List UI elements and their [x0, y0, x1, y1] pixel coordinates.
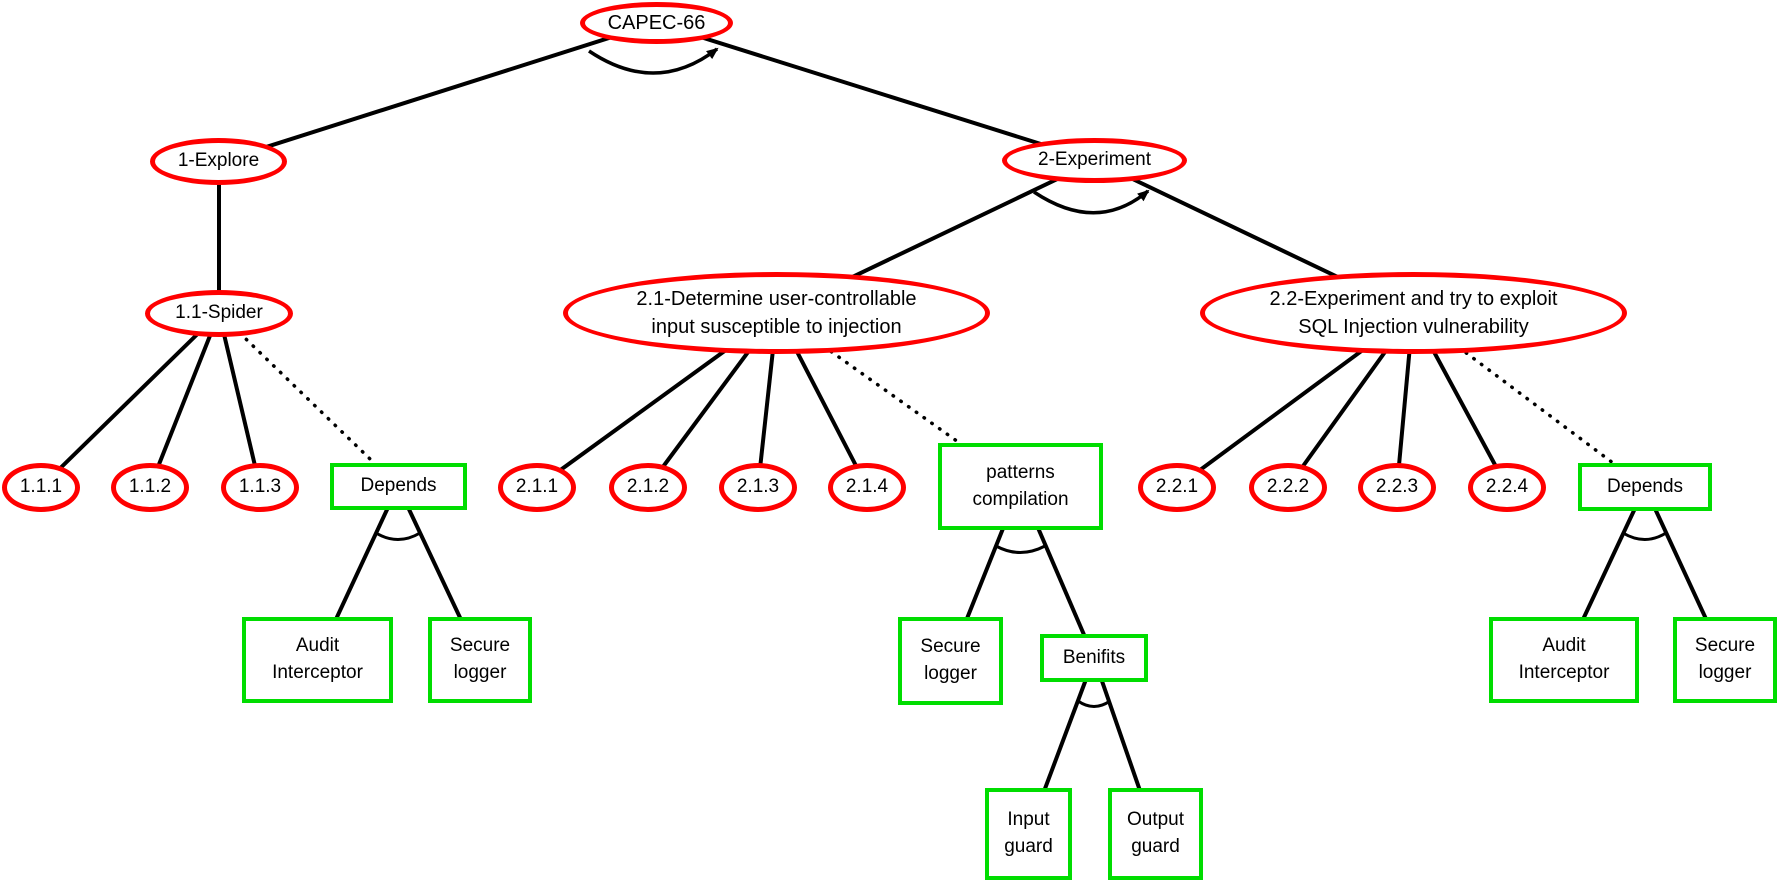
node-depends-right: Depends — [1578, 463, 1712, 511]
node-2-1-determine-input: 2.1-Determine user-controllable input su… — [563, 272, 990, 354]
and-arc-patterns — [995, 544, 1046, 554]
node-1-explore: 1-Explore — [150, 138, 287, 185]
dotted-edge-spider-depends — [217, 311, 400, 488]
sequence-arc-experiment — [1033, 189, 1150, 215]
node-1-1-spider: 1.1-Spider — [145, 290, 293, 337]
node-output-guard: Output guard — [1108, 788, 1203, 880]
node-2-2-2: 2.2.2 — [1249, 463, 1327, 512]
node-2-2-3: 2.2.3 — [1358, 463, 1436, 512]
node-capec-66: CAPEC-66 — [580, 2, 733, 44]
node-audit-interceptor-right: Audit Interceptor — [1489, 617, 1639, 703]
node-patterns-compilation: patterns compilation — [938, 443, 1103, 530]
and-arc-depends-left — [375, 531, 421, 541]
edge-spider-113 — [217, 312, 262, 488]
node-2-experiment: 2-Experiment — [1002, 138, 1187, 183]
node-2-1-1: 2.1.1 — [498, 463, 576, 512]
sequence-arc-capec66 — [588, 47, 719, 75]
edge-spider-111 — [39, 311, 221, 489]
node-secure-logger-middle: Secure logger — [898, 617, 1003, 705]
and-arc-depends-right — [1622, 531, 1667, 541]
node-audit-interceptor-left: Audit Interceptor — [242, 617, 393, 703]
node-1-1-2: 1.1.2 — [111, 463, 189, 512]
edge-capec66-experiment — [655, 21, 1096, 163]
node-2-2-4: 2.2.4 — [1468, 463, 1546, 512]
node-depends-left: Depends — [330, 463, 467, 510]
and-arc-benifits — [1077, 699, 1111, 708]
node-input-guard: Input guard — [985, 788, 1072, 880]
node-1-1-3: 1.1.3 — [221, 463, 299, 512]
node-2-1-4: 2.1.4 — [828, 463, 906, 512]
node-2-2-exploit-sqli: 2.2-Experiment and try to exploit SQL In… — [1200, 272, 1627, 354]
node-2-1-3: 2.1.3 — [719, 463, 797, 512]
edge-spider-112 — [148, 312, 221, 488]
node-1-1-1: 1.1.1 — [2, 463, 80, 512]
node-benifits: Benifits — [1040, 634, 1148, 682]
node-2-1-2: 2.1.2 — [609, 463, 687, 512]
edge-capec66-explore — [218, 21, 657, 164]
node-secure-logger-right: Secure logger — [1673, 617, 1777, 703]
node-secure-logger-left: Secure logger — [428, 617, 532, 703]
node-2-2-1: 2.2.1 — [1138, 463, 1216, 512]
